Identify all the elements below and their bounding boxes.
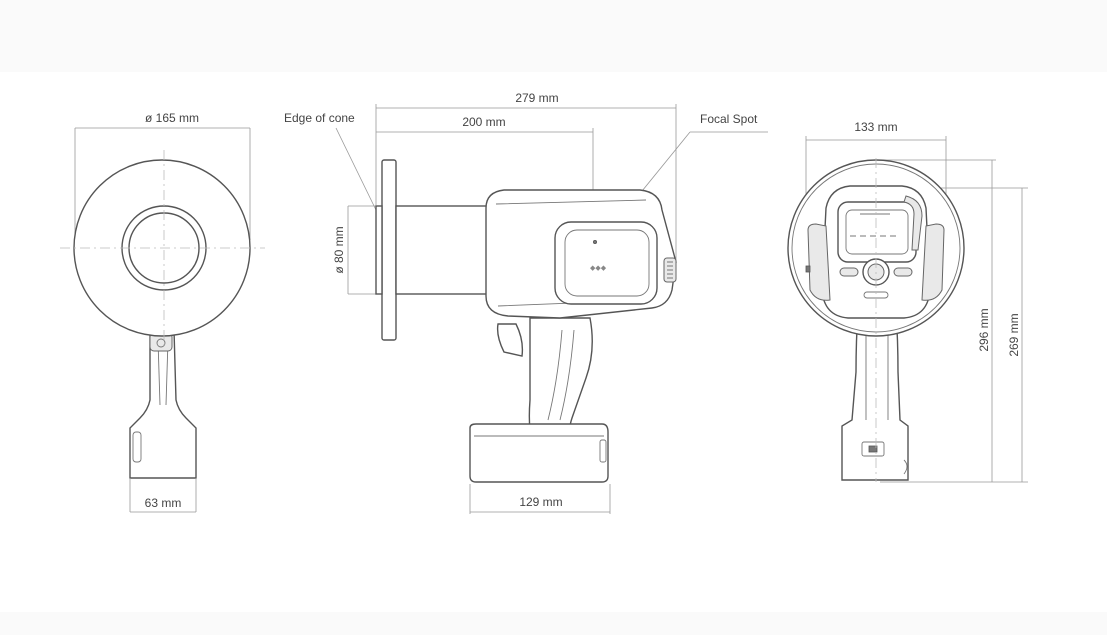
back-battery-label [861,441,885,457]
side-brand-logo: ◆◆◆ [590,265,607,272]
back-view: 133 mm 296 mm 269 mm [787,120,1028,483]
back-height-inner-label: 269 mm [1007,313,1021,356]
bottom-band [0,612,1107,635]
side-cone-tube [395,205,489,295]
focal-spot-label: Focal Spot [700,112,758,126]
side-battery-latch [599,439,607,463]
back-handle [841,311,909,481]
back-handle-grip-lines [865,330,889,420]
side-cone-length-label: 200 mm [462,115,505,129]
front-battery-latch [132,431,142,463]
back-right-button [893,267,913,277]
side-total-length-label: 279 mm [515,91,558,105]
front-width-label: 63 mm [145,496,182,510]
back-height-outer-label: 296 mm [977,308,991,351]
side-battery [469,423,609,483]
front-diameter-label: ø 165 mm [145,111,199,125]
side-collimator-flange [381,159,397,341]
side-window-outer [554,221,658,305]
back-side-connector [805,265,811,273]
back-battery-latch [903,459,908,475]
side-view: 279 mm 200 mm Edge of cone Focal Spot ø … [284,91,768,514]
edge-of-cone-leader [335,127,377,211]
back-right-grip [921,223,945,301]
front-handle [129,329,197,479]
back-warning-strip [903,195,923,251]
side-cone-diameter-label: ø 80 mm [332,226,346,273]
side-handle-grip-lines [547,329,575,421]
side-focal-spot-marker [593,239,598,244]
side-battery-length-label: 129 mm [519,495,562,509]
edge-of-cone-label: Edge of cone [284,111,355,125]
back-display-screen [845,209,909,255]
top-band [0,0,1107,72]
side-trigger [496,323,524,357]
side-cone-edge [375,205,383,295]
side-window-inner [564,229,650,297]
front-trigger [156,338,166,348]
side-knob-ridges [667,261,673,279]
back-left-grip [807,223,831,301]
back-display [837,201,917,263]
back-battery-indicator [868,445,878,453]
front-view: ø 165 mm 63 mm [60,111,265,513]
back-width-label: 133 mm [854,120,897,134]
back-left-button [839,267,859,277]
